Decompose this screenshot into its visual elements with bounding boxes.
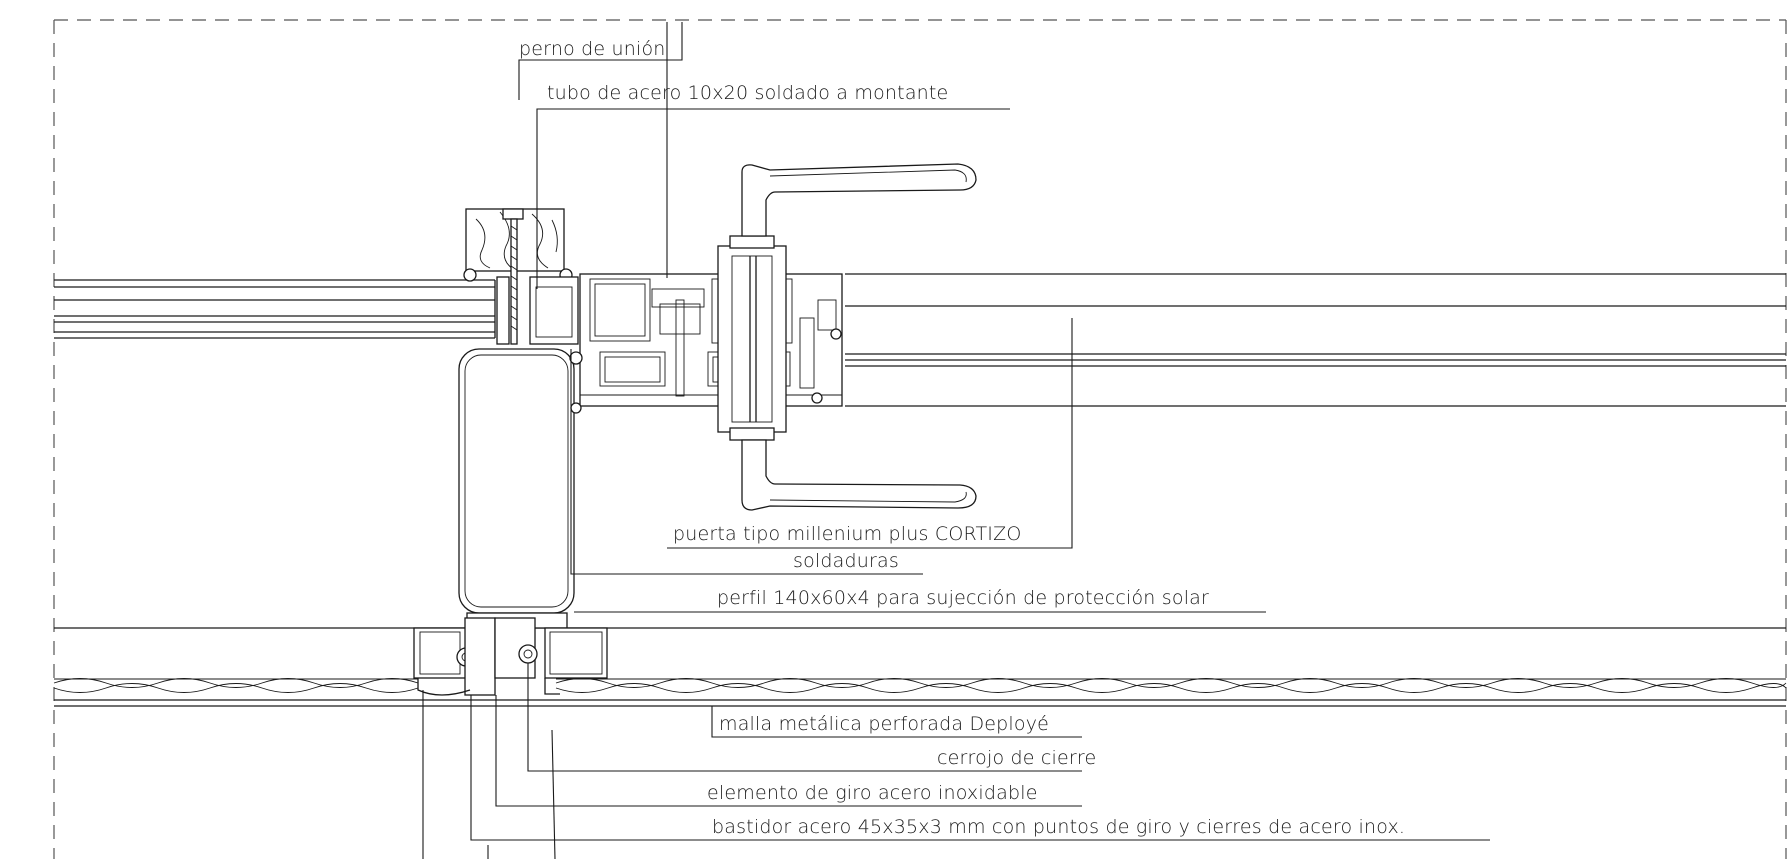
door-frame-profile [569,273,843,414]
left-panel-profile [54,279,496,339]
label-soldaduras: soldaduras [793,550,899,572]
lower-track [54,627,1786,707]
door-handle-assembly [717,163,977,511]
label-cerrojo: cerrojo de cierre [937,747,1096,769]
pivot-frame-assembly [413,612,608,696]
steel-profile-140x60 [458,348,575,614]
label-elemento: elemento de giro acero inoxidable [707,782,1038,804]
label-perno: perno de unión [519,38,666,60]
right-glazing-panel [845,273,1786,407]
annotation-labels: perno de unión tubo de acero 10x20 solda… [519,38,1405,838]
label-malla: malla metálica perforada Deployé [719,713,1049,735]
dashed-frame [53,19,1787,859]
label-puerta: puerta tipo millenium plus CORTIZO [673,523,1021,545]
mullion-post [496,276,579,345]
deploye-mesh [53,678,1787,693]
label-tubo: tubo de acero 10x20 soldado a montante [547,82,948,104]
leader-lines [422,22,1490,859]
wood-block [463,208,573,345]
label-perfil: perfil 140x60x4 para sujección de protec… [717,587,1209,609]
label-bastidor: bastidor acero 45x35x3 mm con puntos de … [712,816,1405,838]
